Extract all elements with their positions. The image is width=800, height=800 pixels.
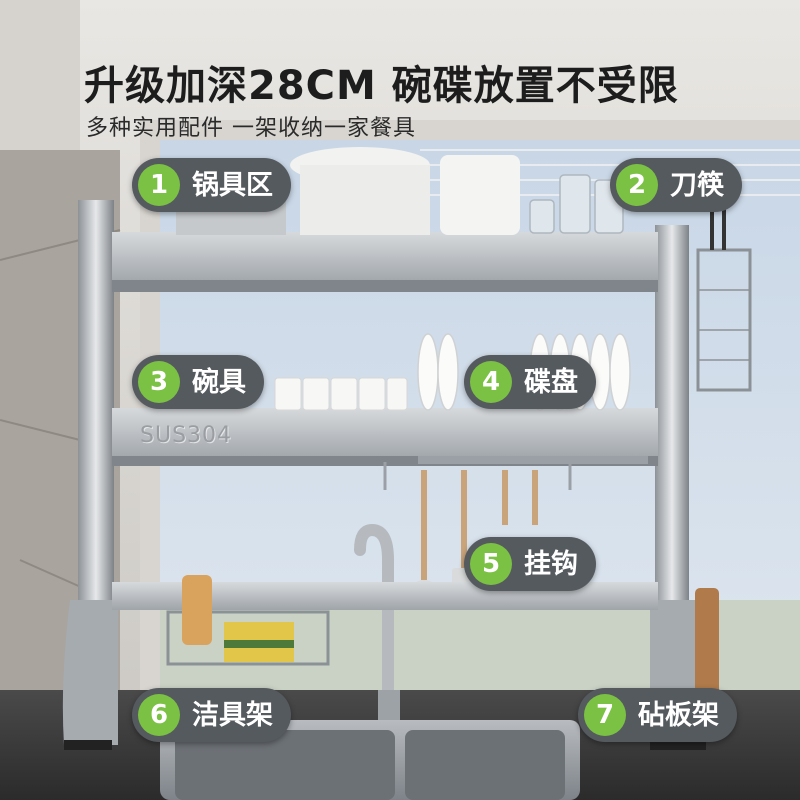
badge-number: 4 xyxy=(470,361,512,403)
upper-cabinet xyxy=(0,0,80,150)
badge-number: 6 xyxy=(138,694,180,736)
badge-number: 5 xyxy=(470,543,512,585)
material-engraving: SUS304 xyxy=(140,423,233,448)
middle-shelf xyxy=(112,408,658,460)
badge-label: 碟盘 xyxy=(524,366,578,398)
badge-number: 2 xyxy=(616,164,658,206)
badge-label: 砧板架 xyxy=(638,699,719,731)
badge-plates: 4 碟盘 xyxy=(464,355,596,409)
kettle xyxy=(440,155,520,235)
badge-knife-chopsticks: 2 刀筷 xyxy=(610,158,742,212)
badge-label: 洁具架 xyxy=(192,699,273,731)
sponge-basket xyxy=(166,610,330,666)
badge-number: 1 xyxy=(138,164,180,206)
hook-bar xyxy=(418,456,648,464)
badge-number: 7 xyxy=(584,694,626,736)
badge-hooks: 5 挂钩 xyxy=(464,537,596,591)
badge-cleaning-rack: 6 洁具架 xyxy=(132,688,291,742)
headline: 升级加深28CM 碗碟放置不受限 xyxy=(84,63,679,109)
badge-label: 挂钩 xyxy=(524,548,578,580)
soap-bottle xyxy=(182,575,212,645)
badge-label: 锅具区 xyxy=(192,169,273,201)
bowls xyxy=(274,377,408,411)
top-shelf xyxy=(112,232,658,284)
badge-bowls: 3 碗具 xyxy=(132,355,264,409)
badge-cutting-board-rack: 7 砧板架 xyxy=(578,688,737,742)
faucet xyxy=(354,523,394,706)
badge-label: 碗具 xyxy=(192,366,246,398)
badge-label: 刀筷 xyxy=(670,169,724,201)
badge-number: 3 xyxy=(138,361,180,403)
badge-cookware-zone: 1 锅具区 xyxy=(132,158,291,212)
cutting-board xyxy=(695,588,719,698)
subline: 多种实用配件 一架收纳一家餐具 xyxy=(86,116,416,141)
